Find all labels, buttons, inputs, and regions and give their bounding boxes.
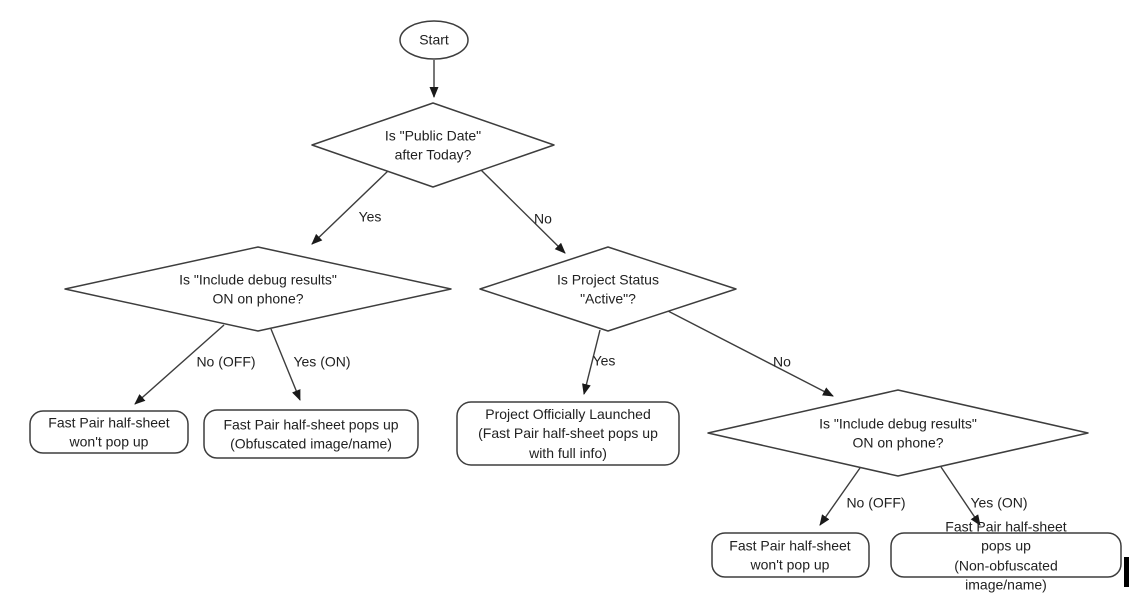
outcome-obfuscated-node: [203, 409, 419, 459]
edge-yes-to-launched: [582, 329, 601, 395]
decision-debug-right-node: [707, 389, 1089, 477]
edge-label-yes-on-left: Yes (ON): [293, 353, 351, 370]
edge-label-yes-active: Yes: [592, 352, 616, 369]
edge-label-no-active: No: [773, 353, 791, 370]
decision-project-status-node: [479, 246, 737, 332]
decision-debug-right-label: Is "Include debug results" ON on phone?: [819, 415, 977, 451]
outcome-non-obfuscated-label: Fast Pair half-sheet pops up (Non-obfusc…: [945, 518, 1067, 593]
edge-no-to-project-status: [480, 169, 566, 254]
decision-public-date-label: Is "Public Date" after Today?: [384, 127, 482, 163]
decision-public-date-node: [311, 102, 555, 188]
decision-debug-left-label: Is "Include debug results" ON on phone?: [179, 271, 337, 307]
text-cursor-artifact: [1124, 557, 1129, 587]
edge-no-to-debug-right: [667, 310, 834, 397]
outcome-no-popup-right-node: [711, 532, 870, 578]
edge-yes-on-left: [270, 328, 301, 401]
outcome-launched-label: Project Officially Launched (Fast Pair h…: [478, 406, 658, 461]
edge-label-yes-on-right: Yes (ON): [970, 494, 1028, 511]
edge-no-off-left: [134, 324, 225, 405]
edge-label-no-off-right: No (OFF): [846, 494, 906, 511]
start-node: [399, 20, 469, 60]
start-label: Start: [419, 31, 449, 48]
edge-label-no-public-date: No: [534, 210, 552, 227]
decision-debug-left-node: [64, 246, 452, 332]
edge-yes-to-debug-left: [311, 169, 390, 245]
outcome-non-obfuscated-node: [890, 532, 1122, 578]
outcome-no-popup-right-label: Fast Pair half-sheet won't pop up: [729, 537, 851, 573]
edge-label-yes-public-date: Yes: [358, 208, 382, 225]
outcome-obfuscated-label: Fast Pair half-sheet pops up (Obfuscated…: [223, 416, 399, 452]
outcome-no-popup-left-label: Fast Pair half-sheet won't pop up: [48, 414, 170, 450]
decision-project-status-label: Is Project Status "Active"?: [557, 271, 659, 307]
outcome-launched-node: [456, 401, 680, 466]
edge-label-no-off-left: No (OFF): [196, 353, 256, 370]
edge-no-off-right: [819, 467, 861, 526]
outcome-no-popup-left-node: [29, 410, 189, 454]
edge-yes-on-right: [940, 466, 981, 526]
